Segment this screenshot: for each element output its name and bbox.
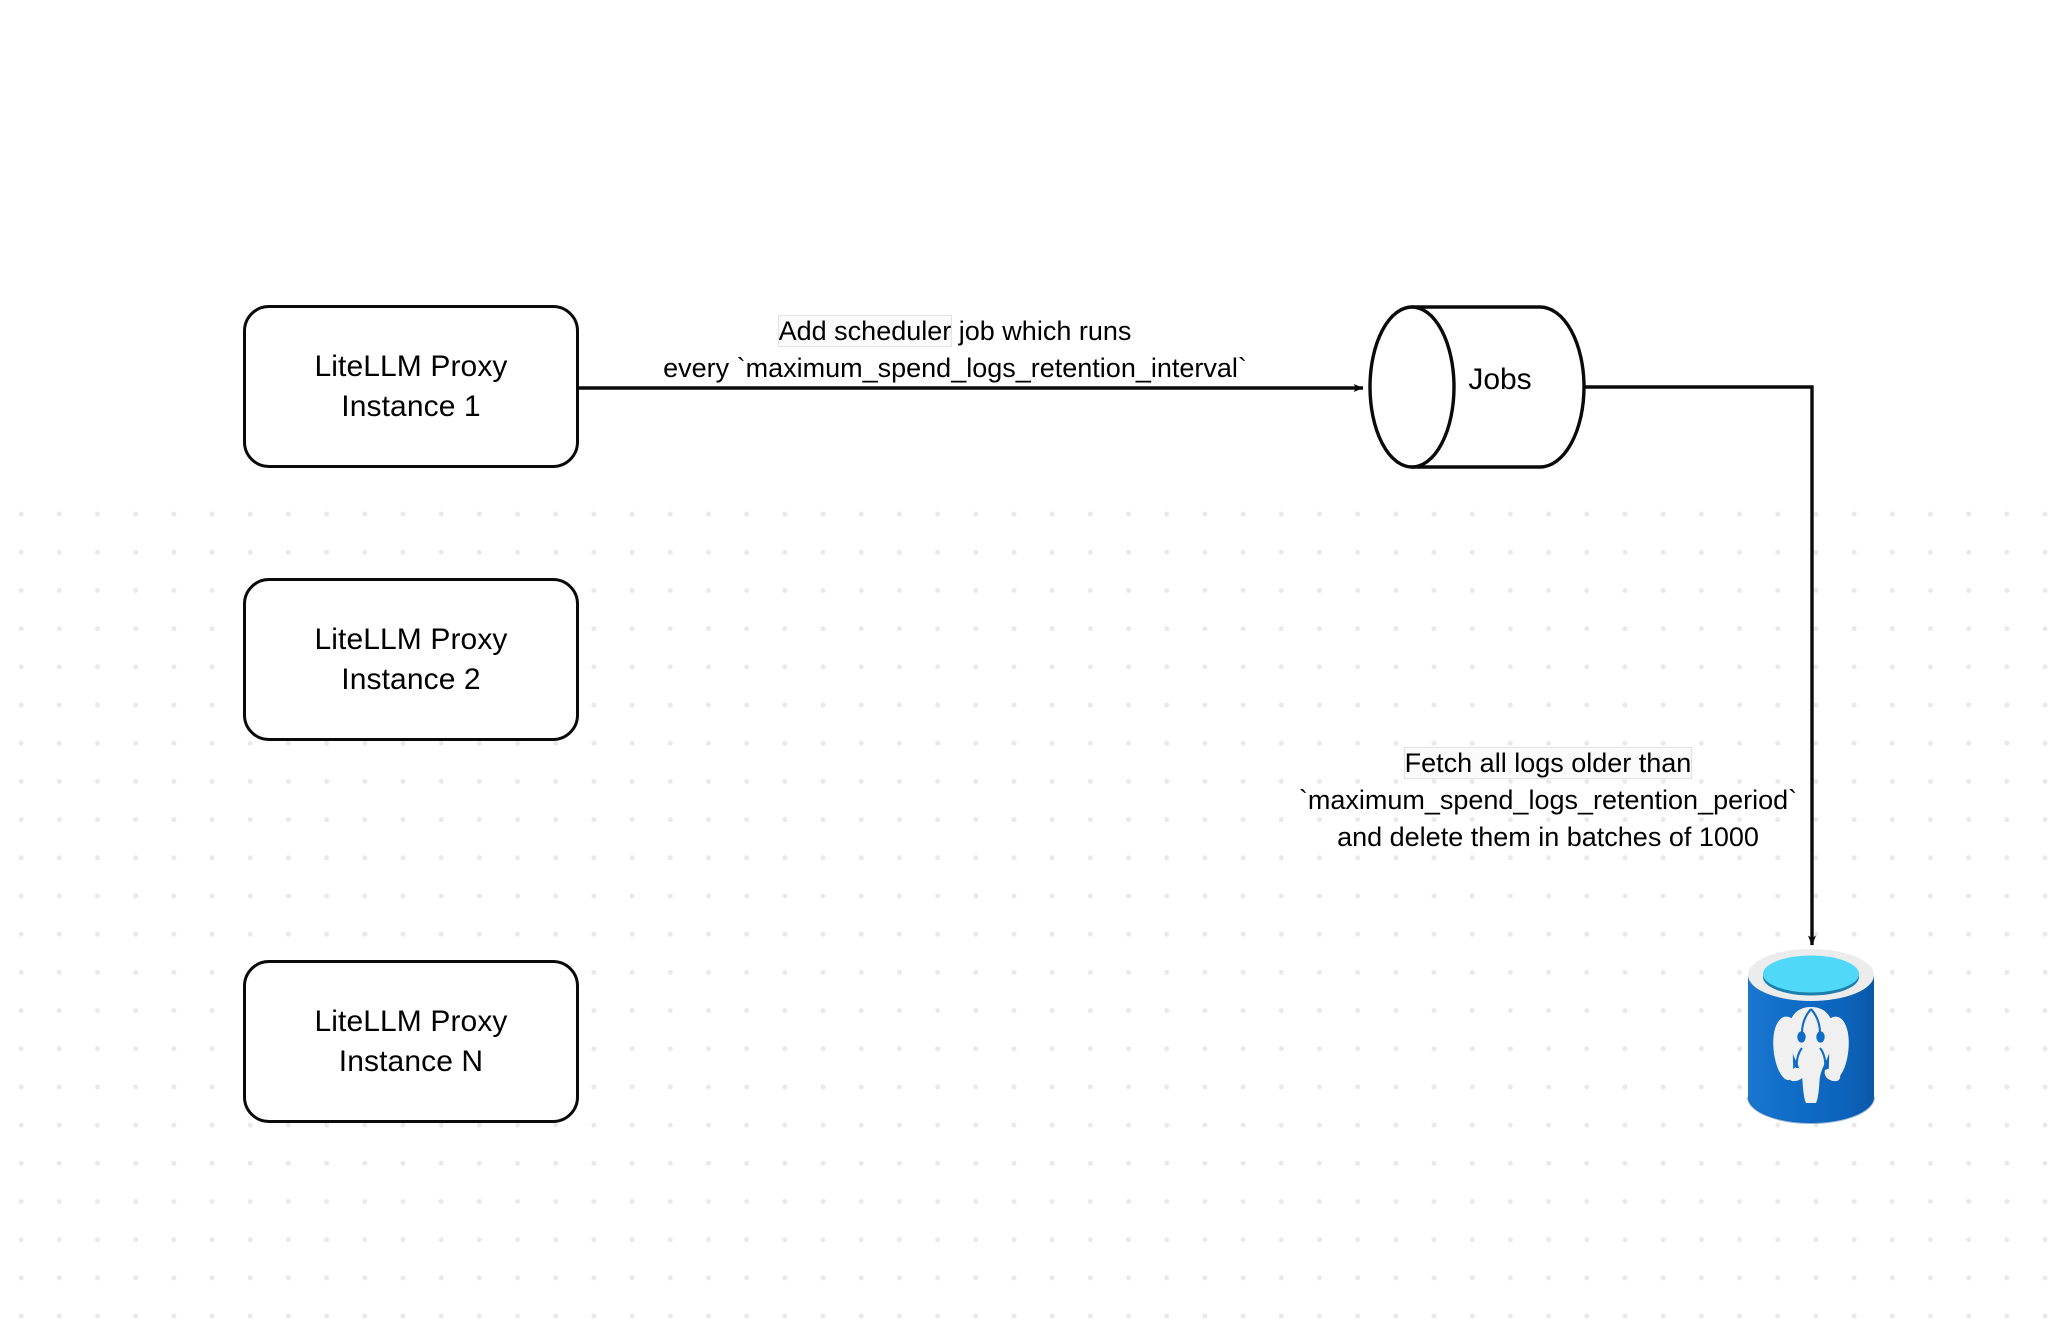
edge-label-line-1: Fetch all logs older than — [1238, 745, 1858, 782]
node-jobs-cylinder[interactable] — [1368, 305, 1586, 469]
node-label-line2: Instance 1 — [341, 389, 481, 423]
edge-label-line-3: and delete them in batches of 1000 — [1337, 821, 1759, 852]
postgresql-database-icon[interactable] — [1744, 947, 1878, 1127]
edge-label-highlight: Fetch all logs older than — [1403, 747, 1693, 779]
edge-jobs-to-postgres — [1584, 385, 1816, 946]
node-litellm-proxy-instance-2[interactable]: LiteLLM Proxy Instance 2 — [243, 578, 579, 741]
edge-label-line-2: every `maximum_spend_logs_retention_inte… — [663, 352, 1247, 383]
edge-label-add-scheduler-job: Add scheduler job which runs every `maxi… — [605, 313, 1305, 387]
node-label-line1: LiteLLM Proxy — [314, 622, 508, 656]
edge-label-rest: job which runs — [951, 316, 1132, 346]
node-label-line2: Instance N — [338, 1044, 484, 1078]
edge-label-line-1: Add scheduler job which runs — [605, 313, 1305, 350]
edge-label-highlight: Add scheduler — [777, 315, 953, 347]
node-label-line2: Instance 2 — [341, 662, 481, 696]
node-label-line1: LiteLLM Proxy — [314, 1004, 508, 1038]
edge-label-line-2: `maximum_spend_logs_retention_period` — [1298, 784, 1798, 815]
node-jobs-label: Jobs — [1468, 363, 1532, 396]
edge-label-fetch-and-delete: Fetch all logs older than `maximum_spend… — [1238, 745, 1858, 856]
node-litellm-proxy-instance-1[interactable]: LiteLLM Proxy Instance 1 — [243, 305, 579, 468]
elephant-logo — [1773, 1007, 1849, 1103]
node-label-line1: LiteLLM Proxy — [314, 349, 508, 383]
node-litellm-proxy-instance-n[interactable]: LiteLLM Proxy Instance N — [243, 960, 579, 1123]
